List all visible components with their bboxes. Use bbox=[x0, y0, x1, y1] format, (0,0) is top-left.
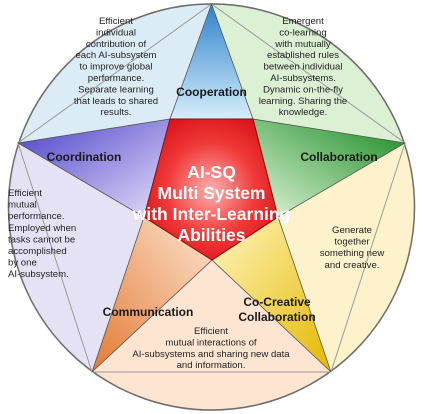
center-pentagon bbox=[143, 118, 279, 261]
desc-collaboration-line: and creative. bbox=[325, 260, 380, 271]
desc-cocreative-line: and information. bbox=[177, 360, 246, 371]
desc-coordination-line: Efficient bbox=[99, 16, 133, 27]
label-collaboration: Collaboration bbox=[300, 150, 377, 164]
desc-cooperation-line: Dynamic on-the-fly bbox=[263, 84, 343, 95]
desc-cooperation-line: learning. Sharing the bbox=[259, 96, 348, 107]
desc-coordination-line: individual bbox=[96, 27, 136, 38]
desc-communication-line: AI-subsystem. bbox=[8, 269, 69, 280]
desc-cooperation-line: co-learning bbox=[279, 27, 326, 38]
center-line-2: Multi System bbox=[158, 183, 266, 203]
desc-collaboration-line: Generate bbox=[332, 225, 372, 236]
center-line-4: Abilities bbox=[177, 225, 245, 245]
desc-communication-line: performance. bbox=[8, 211, 65, 222]
desc-coordination-line: Separate learning bbox=[78, 84, 154, 95]
desc-communication-line: Employed when bbox=[8, 223, 76, 234]
desc-communication-line: accomplished bbox=[8, 246, 67, 257]
center-title: AI-SQ Multi System with Inter-Learning A… bbox=[132, 162, 291, 245]
label-communication: Communication bbox=[103, 305, 194, 319]
desc-cooperation-line: Emergent bbox=[282, 16, 324, 27]
sector-bottom bbox=[92, 207, 331, 411]
label-coordination: Coordination bbox=[47, 150, 122, 164]
desc-cooperation-line: with mutually bbox=[274, 39, 331, 50]
label-co-creative-line-2: Collaboration bbox=[238, 310, 315, 324]
desc-coordination-line: that leads to shared bbox=[74, 96, 158, 107]
desc-communication-line: Efficient bbox=[8, 188, 42, 199]
desc-cooperation-line: AI-subsystems. bbox=[270, 73, 336, 84]
label-cooperation: Cooperation bbox=[176, 85, 247, 99]
desc-coordination-line: results. bbox=[101, 107, 132, 118]
desc-coordination-line: performance. bbox=[88, 73, 145, 84]
desc-cocreative-line: AI-subsystems and sharing new data bbox=[132, 349, 290, 360]
desc-cocreative-line: Efficient bbox=[194, 326, 228, 337]
center-line-1: AI-SQ bbox=[187, 162, 236, 182]
desc-cooperation-line: established rules bbox=[267, 50, 339, 61]
desc-collaboration-line: together bbox=[334, 237, 370, 248]
desc-cooperation-line: between individual bbox=[264, 62, 343, 73]
desc-coordination-line: contribution of bbox=[86, 39, 147, 50]
desc-coordination-line: each AI-subsystem bbox=[75, 50, 156, 61]
desc-collaboration-line: something new bbox=[320, 248, 385, 259]
outer-pentagon bbox=[17, 3, 406, 373]
desc-communication-line: by one bbox=[8, 258, 37, 269]
center-line-3: with Inter-Learning bbox=[132, 204, 291, 224]
desc-cooperation-line: knowledge. bbox=[279, 107, 328, 118]
desc-communication-line: mutual bbox=[8, 200, 37, 211]
desc-cocreative-line: mutual interactions of bbox=[165, 337, 257, 348]
desc-coordination-line: to improve global bbox=[79, 62, 152, 73]
label-co-creative-line-1: Co-Creative bbox=[243, 295, 311, 309]
desc-communication-line: tasks cannot be bbox=[8, 234, 75, 245]
